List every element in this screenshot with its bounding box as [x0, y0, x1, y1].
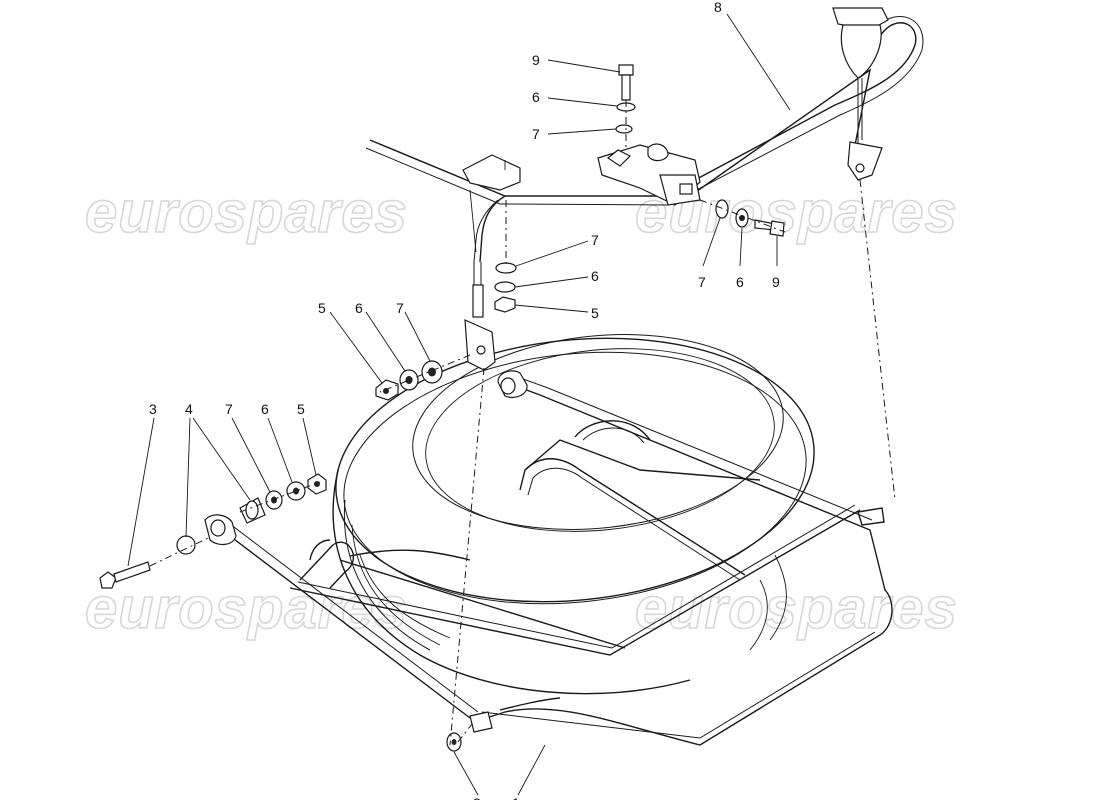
watermarks: eurospares eurospares eurospares eurospa…	[84, 179, 958, 642]
callout-7-top: 7	[532, 126, 540, 142]
carrier-frame	[204, 370, 893, 746]
left-hook	[464, 262, 496, 371]
callout-5-left: 5	[318, 300, 326, 316]
callout-6-mid: 6	[591, 268, 599, 284]
watermark-top-left: eurospares	[85, 180, 408, 245]
callout-7-right: 7	[698, 274, 706, 290]
callout-3: 3	[149, 401, 157, 417]
callout-7-lower: 7	[225, 401, 233, 417]
callout-labels: 9 6 7 8 7 6 5 7 6 9 5 6 7 3 4 7 6 5 2 1	[149, 0, 780, 800]
callout-2: 2	[473, 795, 481, 800]
callout-9-right: 9	[772, 274, 780, 290]
assembly-guides	[149, 100, 896, 746]
callout-7-mid: 7	[591, 232, 599, 248]
support-bar	[365, 7, 924, 263]
spare-tyre	[332, 334, 815, 695]
callout-9-top: 9	[532, 52, 540, 68]
callout-8: 8	[714, 0, 722, 15]
callout-4: 4	[185, 401, 193, 417]
callout-5-lower: 5	[297, 401, 305, 417]
callout-5-mid: 5	[591, 305, 599, 321]
callout-6-left: 6	[355, 300, 363, 316]
callout-1: 1	[512, 795, 520, 800]
watermark-bottom-right: eurospares	[635, 576, 958, 641]
callout-6-lower: 6	[261, 401, 269, 417]
hardware	[99, 64, 785, 752]
callout-6-right: 6	[736, 274, 744, 290]
watermark-bottom-left: eurospares	[85, 576, 408, 641]
callout-7-left: 7	[396, 300, 404, 316]
callout-6-top: 6	[532, 89, 540, 105]
leader-lines	[127, 13, 791, 796]
